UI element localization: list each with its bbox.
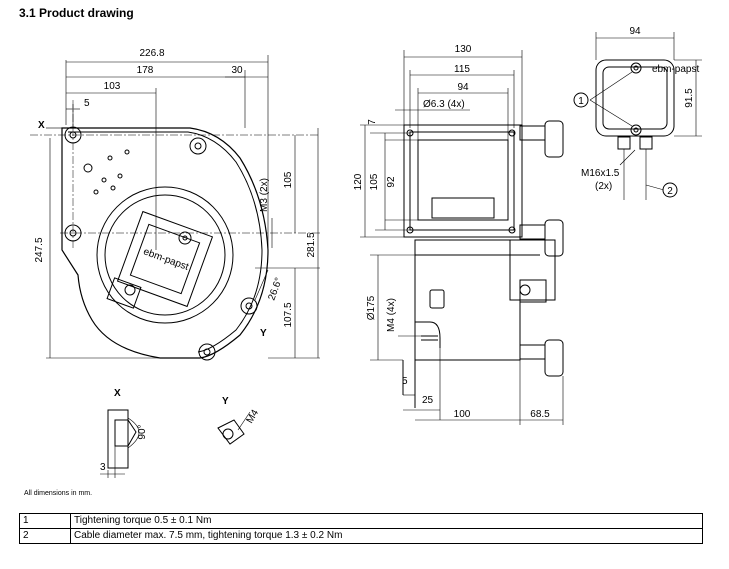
legend-text: Tightening torque 0.5 ± 0.1 Nm bbox=[70, 513, 703, 529]
dim-offset-5: 5 bbox=[84, 98, 90, 109]
dim-side-68: 68.5 bbox=[530, 409, 550, 420]
product-drawing: 226.8 178 103 30 5 247.5 281.5 105 107.5… bbox=[30, 26, 702, 478]
dim-width-178: 178 bbox=[137, 65, 154, 76]
dim-side-100: 100 bbox=[454, 409, 471, 420]
dim-diameter: Ø175 bbox=[366, 295, 377, 320]
dim-side-92: 92 bbox=[386, 176, 397, 188]
dim-width-total: 226.8 bbox=[139, 48, 164, 59]
footnote: All dimensions in mm. bbox=[24, 490, 93, 497]
legend-num: 1 bbox=[19, 513, 71, 529]
dim-side-120: 120 bbox=[353, 173, 364, 190]
detail-x bbox=[100, 409, 140, 478]
dim-thread-m3: M3 (2x) bbox=[259, 178, 270, 212]
legend-row: 1 Tightening torque 0.5 ± 0.1 Nm bbox=[19, 513, 703, 529]
detail-y-thread: M4 bbox=[245, 408, 262, 426]
dim-height-247: 247.5 bbox=[34, 237, 45, 262]
side-view bbox=[360, 50, 564, 425]
section-title: 3.1 Product drawing bbox=[19, 6, 134, 20]
dim-height-105: 105 bbox=[283, 171, 294, 188]
detail-x-dim: 3 bbox=[100, 462, 106, 473]
dim-side-94: 94 bbox=[457, 82, 469, 93]
view-marker-x: X bbox=[38, 120, 45, 131]
view-marker-y: Y bbox=[260, 328, 267, 339]
dim-side-7: 7 bbox=[367, 119, 378, 125]
dim-height-281: 281.5 bbox=[306, 232, 317, 257]
motor-logo: ebm-papst bbox=[142, 246, 190, 273]
detail-y-label: Y bbox=[222, 396, 229, 407]
legend-num: 2 bbox=[19, 528, 71, 544]
dim-box-94: 94 bbox=[629, 26, 641, 37]
dim-width-103: 103 bbox=[104, 81, 121, 92]
dim-box-91: 91.5 bbox=[684, 88, 695, 108]
dim-height-107: 107.5 bbox=[283, 302, 294, 327]
dim-side-5: 5 bbox=[402, 376, 408, 387]
legend-table: 1 Tightening torque 0.5 ± 0.1 Nm 2 Cable… bbox=[19, 513, 703, 544]
callout-2: 2 bbox=[662, 182, 678, 198]
dim-thread-m4: M4 (4x) bbox=[386, 298, 397, 332]
detail-y bbox=[217, 411, 251, 445]
dim-gland: M16x1.5 bbox=[581, 168, 620, 179]
box-logo: ebm-papst bbox=[652, 64, 699, 75]
dim-side-105: 105 bbox=[369, 173, 380, 190]
terminal-box-view bbox=[589, 32, 702, 200]
callout-2-label: 2 bbox=[667, 186, 673, 197]
detail-x-angle: 90° bbox=[137, 424, 148, 439]
dim-angle: 26.6° bbox=[266, 276, 284, 302]
callout-1: 1 bbox=[573, 92, 589, 108]
dim-side-25: 25 bbox=[422, 395, 434, 406]
dim-hole: Ø6.3 (4x) bbox=[423, 99, 465, 110]
dim-width-30: 30 bbox=[231, 65, 243, 76]
dim-gland-count: (2x) bbox=[595, 181, 612, 192]
legend-row: 2 Cable diameter max. 7.5 mm, tightening… bbox=[19, 528, 703, 544]
detail-x-label: X bbox=[114, 388, 121, 399]
dim-side-115: 115 bbox=[454, 64, 470, 75]
dim-side-130: 130 bbox=[455, 44, 472, 55]
legend-text: Cable diameter max. 7.5 mm, tightening t… bbox=[70, 528, 703, 544]
callout-1-label: 1 bbox=[578, 96, 584, 107]
front-view bbox=[30, 55, 320, 361]
